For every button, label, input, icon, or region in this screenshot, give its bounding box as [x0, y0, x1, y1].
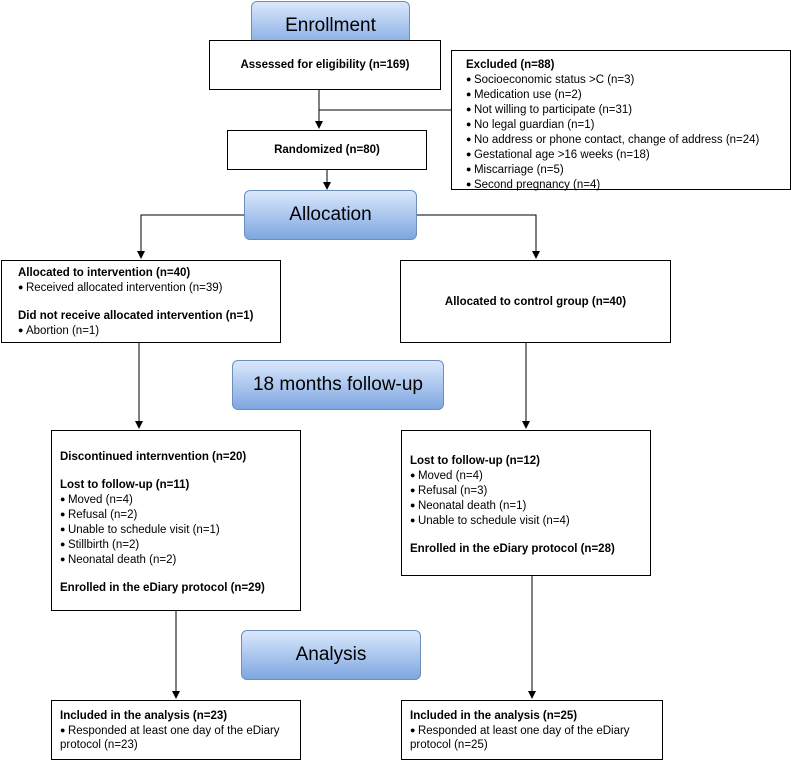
analysis-control-item-text: Responded at least one day of the eDiary…: [410, 725, 630, 751]
analysis-control-box: Included in the analysis (n=25) ● Respon…: [401, 700, 663, 760]
excluded-item: Medication use (n=2): [466, 87, 790, 102]
excluded-item: Miscarriage (n=5): [466, 162, 790, 177]
followup-intervention-lost-item: Neonatal death (n=2): [60, 552, 300, 567]
followup-control-lost-item: Refusal (n=3): [410, 483, 650, 498]
excluded-item: Socioeconomic status >C (n=3): [466, 72, 790, 87]
stage-allocation: Allocation: [244, 190, 417, 240]
analysis-intervention-item: ● Responded at least one day of the eDia…: [60, 725, 280, 751]
followup-intervention-lost-item: Stillbirth (n=2): [60, 537, 300, 552]
arrow-allocation-to-control: [417, 214, 540, 259]
excluded-box: Excluded (n=88) Socioeconomic status >C …: [451, 50, 791, 192]
stage-analysis: Analysis: [241, 630, 421, 680]
followup-intervention-lost-item: Moved (n=4): [60, 492, 300, 507]
followup-intervention-lost-item: Refusal (n=2): [60, 507, 300, 522]
followup-intervention-lost-title: Lost to follow-up (n=11): [60, 479, 190, 491]
analysis-intervention-box: Included in the analysis (n=23) ● Respon…: [51, 700, 301, 760]
followup-intervention-lost-item: Unable to schedule visit (n=1): [60, 522, 300, 537]
excluded-item: Not willing to participate (n=31): [466, 102, 790, 117]
followup-intervention-enrolled: Enrolled in the eDiary protocol (n=29): [60, 582, 265, 594]
randomized-label: Randomized (n=80): [274, 144, 380, 156]
analysis-intervention-title: Included in the analysis (n=23): [60, 710, 228, 722]
intervention-not-received-title: Did not receive allocated intervention (…: [18, 310, 254, 322]
followup-control-enrolled: Enrolled in the eDiary protocol (n=28): [410, 543, 615, 555]
arrow-allocation-to-intervention: [137, 214, 244, 259]
stage-followup: 18 months follow-up: [232, 360, 444, 410]
followup-control-lost-item: Unable to schedule visit (n=4): [410, 513, 650, 528]
assessed-label: Assessed for eligibility (n=169): [240, 59, 410, 71]
intervention-received: Received allocated intervention (n=39): [18, 280, 280, 295]
followup-intervention-box: Discontinued internvention (n=20) Lost t…: [51, 430, 301, 611]
followup-intervention-discontinued: Discontinued internvention (n=20): [60, 451, 247, 463]
excluded-item: No legal guardian (n=1): [466, 117, 790, 132]
followup-control-lost-item: Moved (n=4): [410, 468, 650, 483]
excluded-title: Excluded (n=88): [466, 59, 555, 71]
randomized-box: Randomized (n=80): [227, 130, 427, 170]
intervention-not-received-item: Abortion (n=1): [18, 323, 280, 338]
excluded-item: Gestational age >16 weeks (n=18): [466, 147, 790, 162]
control-title: Allocated to control group (n=40): [444, 295, 627, 308]
excluded-item: No address or phone contact, change of a…: [466, 132, 790, 147]
intervention-box: Allocated to intervention (n=40) Receive…: [1, 260, 281, 343]
analysis-control-title: Included in the analysis (n=25): [410, 710, 578, 722]
analysis-control-item: ● Responded at least one day of the eDia…: [410, 725, 630, 751]
followup-control-lost-title: Lost to follow-up (n=12): [410, 455, 540, 467]
intervention-title: Allocated to intervention (n=40): [18, 267, 191, 279]
control-box: Allocated to control group (n=40): [400, 260, 671, 343]
analysis-intervention-item-text: Responded at least one day of the eDiary…: [60, 725, 280, 751]
excluded-item: Second pregnancy (n=4): [466, 177, 790, 192]
assessed-box: Assessed for eligibility (n=169): [209, 40, 441, 90]
followup-control-box: Lost to follow-up (n=12) Moved (n=4) Ref…: [401, 430, 651, 576]
followup-control-lost-item: Neonatal death (n=1): [410, 498, 650, 513]
